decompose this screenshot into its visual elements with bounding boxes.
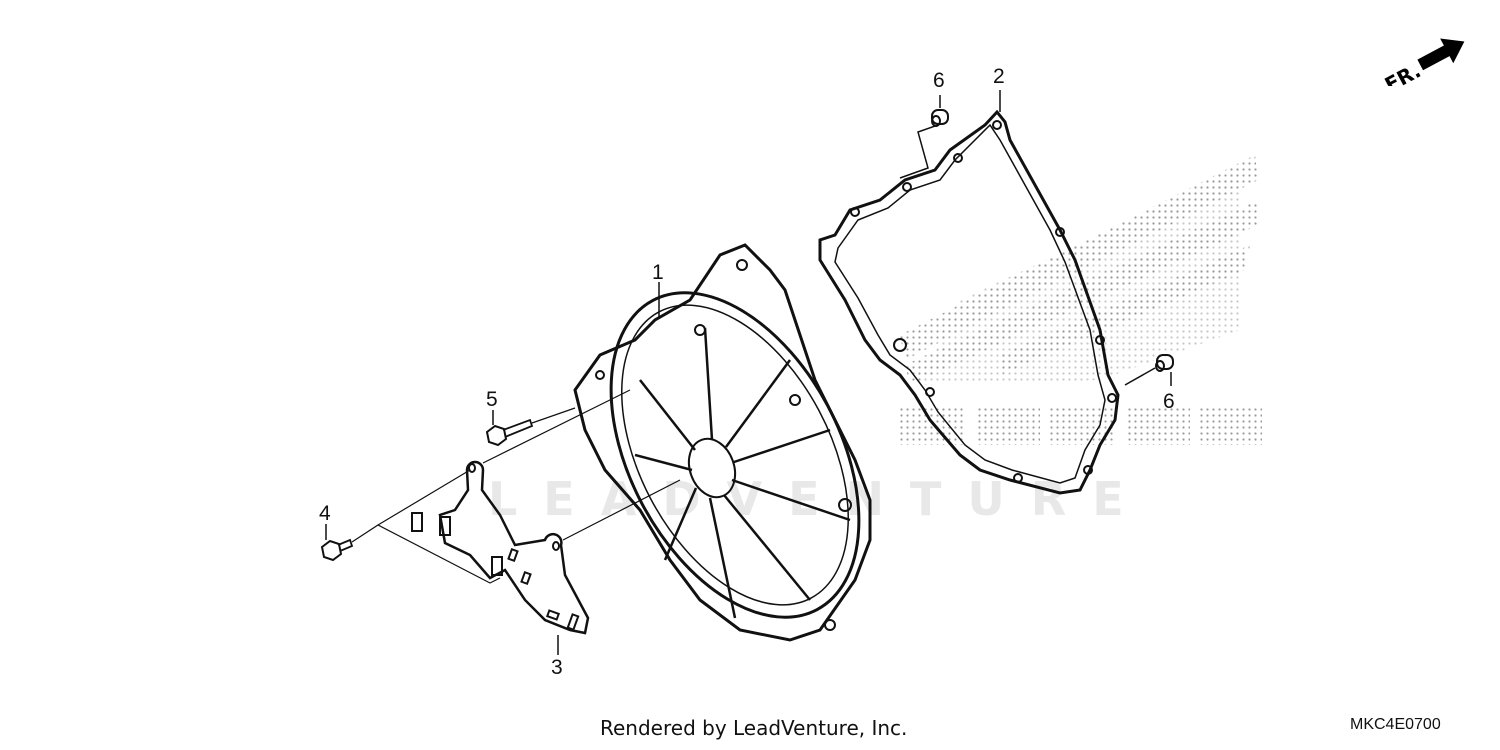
diagram-code: MKC4E0700 (1350, 716, 1441, 733)
crankcase-cover[interactable] (560, 243, 910, 659)
callout-1[interactable]: 1 (652, 261, 664, 284)
front-direction-arrow-icon: FR. (1381, 38, 1465, 86)
bracket[interactable] (411, 389, 681, 655)
dowel-pin-upper[interactable] (899, 95, 949, 179)
cover-gasket[interactable] (818, 109, 1120, 495)
flange-bolt-long[interactable] (485, 407, 576, 447)
callout-5[interactable]: 5 (486, 388, 498, 411)
dowel-pin-lower[interactable] (1124, 354, 1174, 386)
callout-6-lower[interactable]: 6 (1163, 390, 1175, 413)
flange-bolt-small[interactable] (320, 469, 501, 584)
svg-text:FR.: FR. (1381, 58, 1425, 86)
footer-credit: Rendered by LeadVenture, Inc. (600, 716, 908, 740)
callout-6-upper[interactable]: 6 (933, 69, 945, 92)
callout-3[interactable]: 3 (551, 656, 563, 679)
callout-2[interactable]: 2 (993, 65, 1005, 88)
callout-4[interactable]: 4 (319, 502, 331, 525)
